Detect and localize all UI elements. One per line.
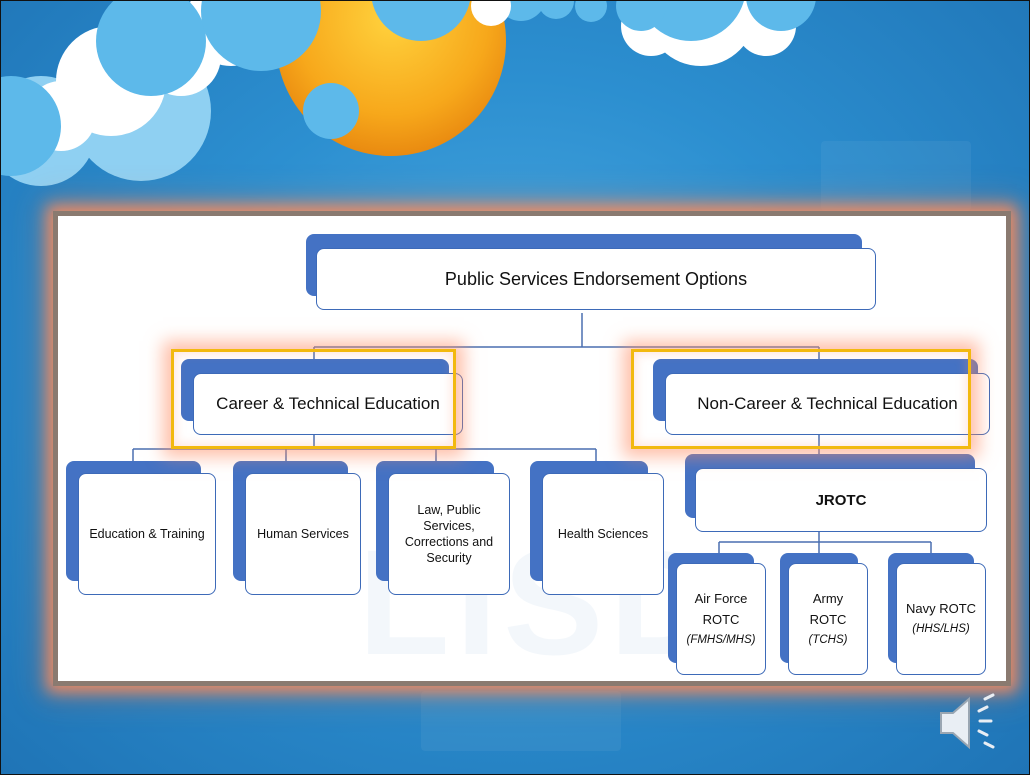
background-tile [821, 141, 971, 211]
rotc-item: Navy ROTC (HHS/LHS) [888, 553, 988, 676]
rotc-item-school: (TCHS) [808, 633, 848, 646]
career-highlight-frame [171, 349, 456, 449]
background-tile [421, 691, 621, 751]
noncareer-technical-node: Non-Career & Technical Education [653, 359, 998, 439]
rotc-item-card: Navy ROTC (HHS/LHS) [896, 563, 986, 675]
rotc-item-card: Air Force ROTC (FMHS/MHS) [676, 563, 766, 675]
career-item: Education & Training [66, 461, 216, 596]
rotc-item-name: Air Force ROTC [694, 590, 748, 627]
rotc-item-school: (HHS/LHS) [912, 623, 970, 635]
rotc-item-card: Army ROTC (TCHS) [788, 563, 868, 675]
career-item-label: Health Sciences [542, 473, 664, 595]
rotc-item-name: Army ROTC [809, 590, 847, 627]
cloud-icon [1, 1, 607, 176]
rotc-item: Air Force ROTC (FMHS/MHS) [668, 553, 768, 676]
sky-decoration [1, 1, 816, 186]
diagram-title: Public Services Endorsement Options [316, 248, 876, 310]
career-item-label: Human Services [245, 473, 361, 595]
diagram-panel: LISD [53, 211, 1011, 686]
career-technical-label: Career & Technical Education [193, 373, 463, 435]
career-item-label: Education & Training [78, 473, 216, 595]
jrotc-node: JROTC [685, 454, 990, 536]
rotc-item: Army ROTC (TCHS) [780, 553, 870, 676]
jrotc-label: JROTC [695, 468, 987, 532]
rotc-item-name: Navy ROTC [905, 601, 977, 616]
rotc-item-school: (FMHS/MHS) [686, 633, 756, 646]
speaker-icon[interactable] [935, 689, 1005, 757]
cloud-icon [616, 1, 816, 41]
career-item: Health Sciences [530, 461, 665, 596]
noncareer-technical-label: Non-Career & Technical Education [665, 373, 990, 435]
career-item: Law, Public Services, Corrections and Se… [376, 461, 511, 596]
diagram-title-node: Public Services Endorsement Options [306, 234, 886, 314]
noncareer-highlight-frame [631, 349, 971, 449]
career-item: Human Services [233, 461, 363, 596]
career-technical-node: Career & Technical Education [181, 359, 466, 439]
career-item-label: Law, Public Services, Corrections and Se… [388, 473, 510, 595]
